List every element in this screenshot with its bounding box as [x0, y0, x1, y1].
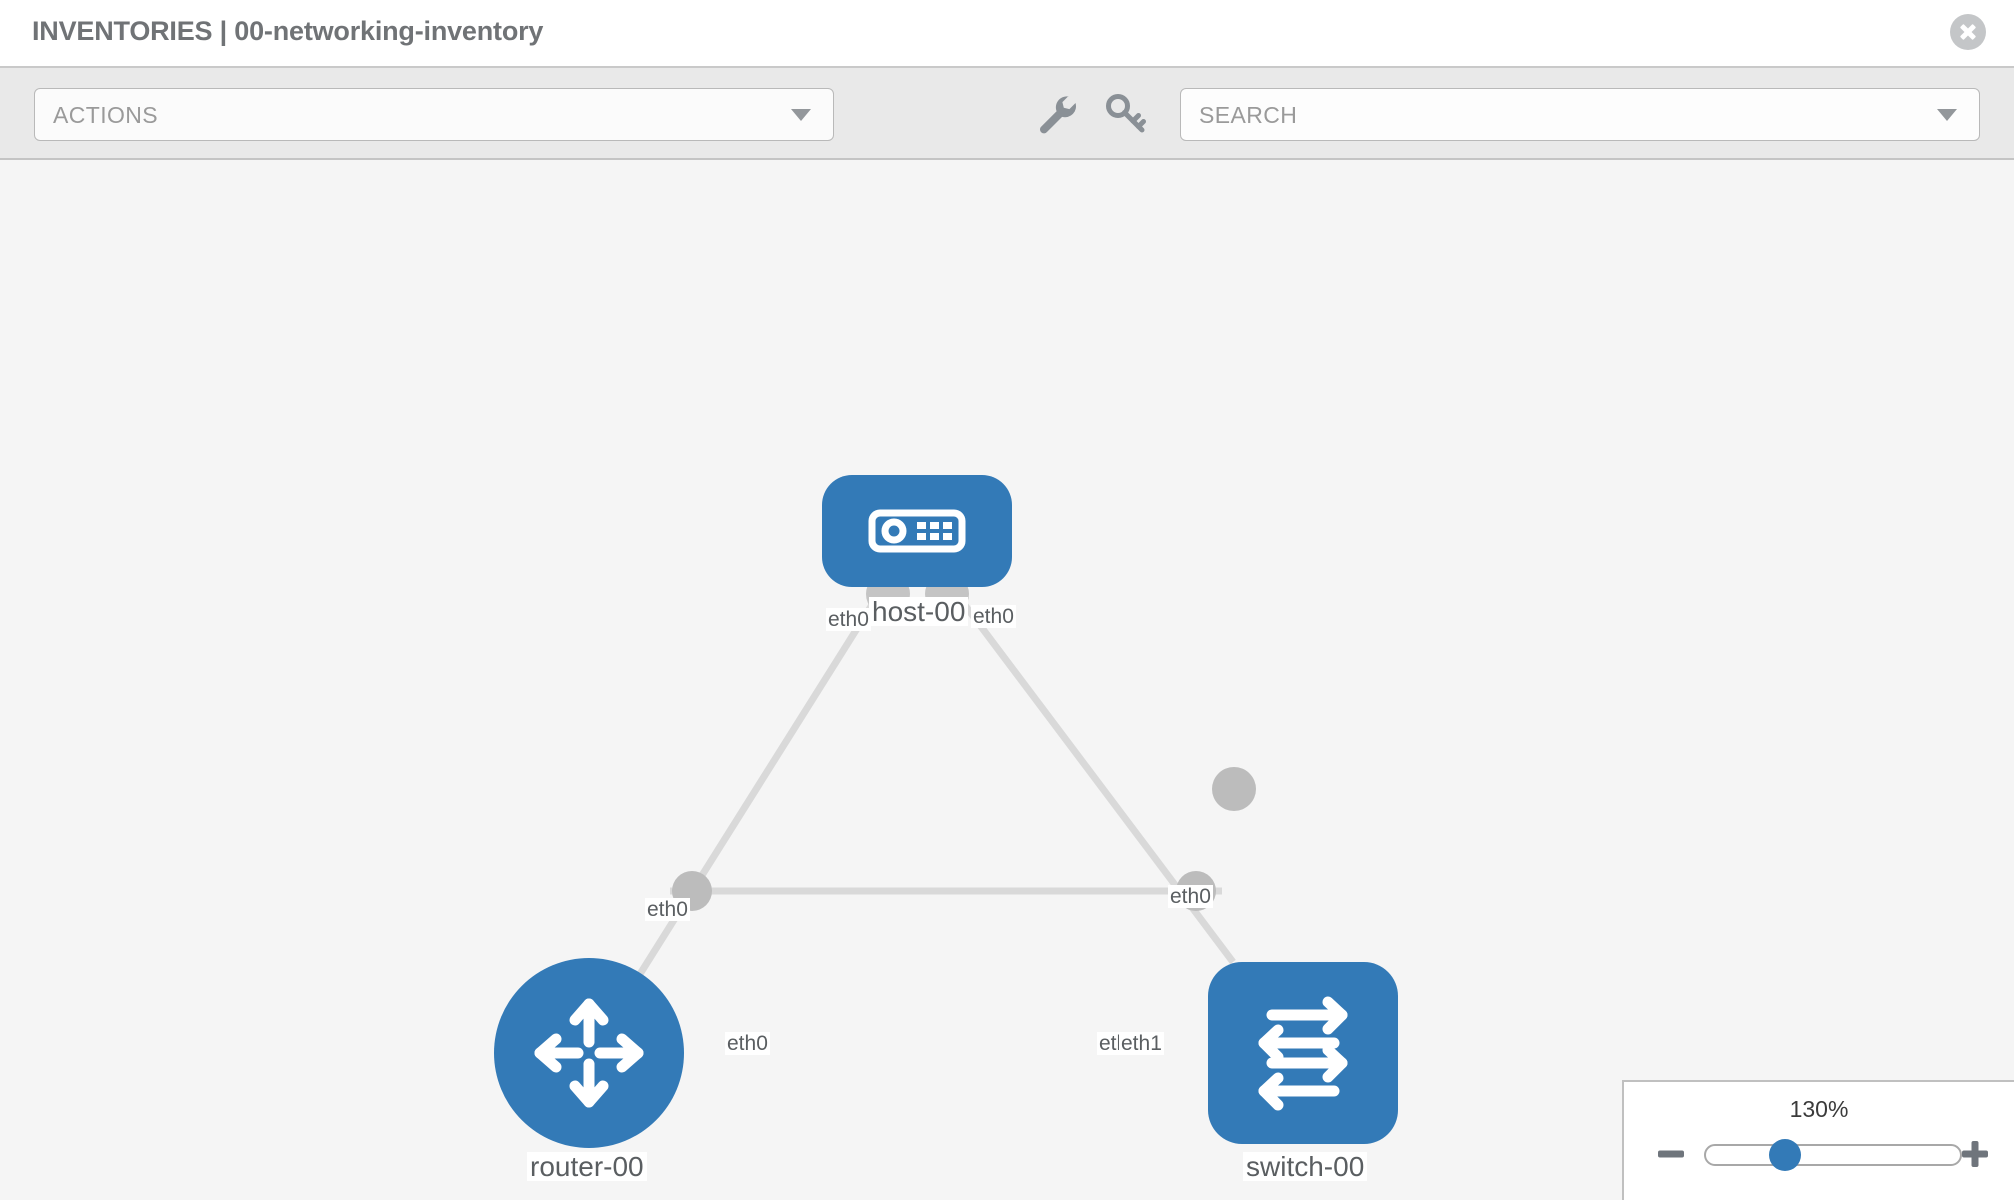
- node-label-host-00: host-00: [869, 597, 969, 626]
- topology-canvas[interactable]: host-00 router-00: [0, 162, 2014, 1200]
- zoom-slider-track[interactable]: [1704, 1144, 1962, 1166]
- zoom-slider-thumb[interactable]: [1769, 1139, 1801, 1171]
- router-arrows-icon: [534, 998, 644, 1108]
- zoom-control-panel: 130%: [1622, 1080, 2014, 1200]
- edge-label-host00-eth0-right: eth0: [971, 605, 1016, 629]
- node-label-router-00: router-00: [527, 1152, 647, 1181]
- actions-dropdown-label: ACTIONS: [53, 102, 159, 128]
- search-input-placeholder[interactable]: SEARCH: [1199, 102, 1298, 128]
- router-node-shape[interactable]: [494, 958, 684, 1148]
- switch-arrows-icon: [1258, 996, 1348, 1111]
- edge-label-host00-eth0-left: eth0: [826, 608, 871, 632]
- node-router-00[interactable]: [494, 958, 684, 1148]
- switch-node-shape[interactable]: [1208, 962, 1398, 1144]
- node-host-00[interactable]: [822, 475, 1012, 587]
- node-label-switch-00: switch-00: [1243, 1152, 1368, 1181]
- title-bar: INVENTORIES | 00-networking-inventory: [0, 0, 2014, 68]
- key-icon[interactable]: [1102, 90, 1150, 138]
- connector-switch00-top: [1212, 767, 1256, 811]
- toolbar: ACTIONS SEARCH: [0, 68, 2014, 160]
- zoom-out-button[interactable]: [1656, 1139, 1686, 1169]
- close-icon[interactable]: [1950, 14, 1986, 50]
- page-title: INVENTORIES | 00-networking-inventory: [32, 16, 544, 46]
- server-icon: [868, 509, 966, 553]
- actions-dropdown[interactable]: ACTIONS: [34, 88, 834, 141]
- node-switch-00[interactable]: [1208, 962, 1398, 1144]
- zoom-level-value: 130%: [1789, 1096, 1849, 1122]
- edge-label-router00-eth0: eth0: [725, 1032, 770, 1056]
- link-host00-router00: [632, 590, 883, 984]
- topology-links-layer: [632, 572, 1256, 984]
- host-node-shape[interactable]: [822, 475, 1012, 587]
- wrench-icon[interactable]: [1034, 90, 1082, 138]
- search-dropdown[interactable]: SEARCH: [1180, 88, 1980, 141]
- edge-label-switch00-eth0-uplink: eth0: [1168, 885, 1213, 909]
- chevron-down-icon: [791, 108, 811, 121]
- edge-label-switch00-eth1: eth1: [1119, 1032, 1164, 1056]
- chevron-down-icon: [1937, 108, 1957, 121]
- zoom-in-button[interactable]: [1960, 1139, 1990, 1169]
- edge-label-router00-eth0-uplink: eth0: [645, 898, 690, 922]
